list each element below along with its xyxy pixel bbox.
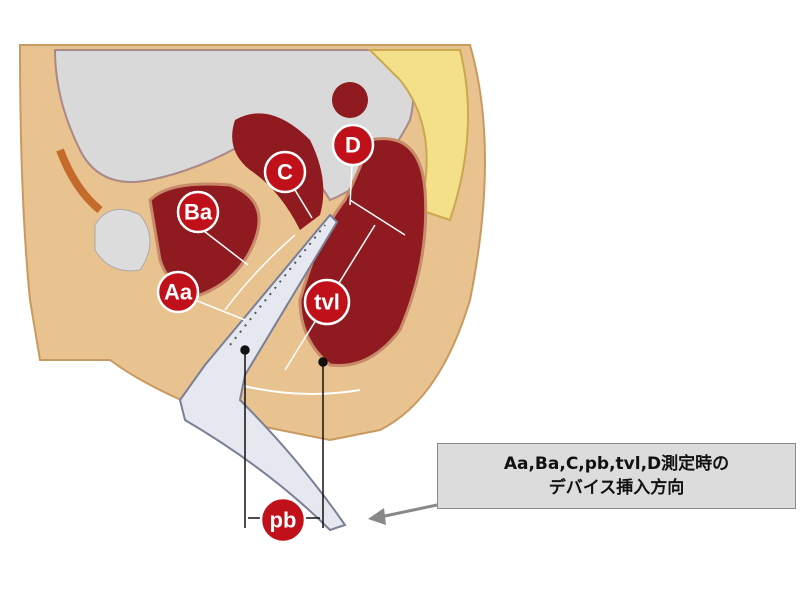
label-d-text: D xyxy=(345,133,361,158)
direction-arrow xyxy=(379,503,438,519)
note-line-1: Aa,Ba,C,pb,tvl,D測定時の xyxy=(503,454,730,474)
label-aa-text: Aa xyxy=(164,280,193,305)
label-tvl: tvl xyxy=(303,278,351,326)
measurement-device xyxy=(178,213,347,532)
ovary xyxy=(332,82,368,118)
insertion-direction-note: Aa,Ba,C,pb,tvl,D測定時の デバイス挿入方向 xyxy=(437,443,796,509)
label-ba-text: Ba xyxy=(184,200,213,225)
label-ba: Ba xyxy=(176,190,220,234)
perineum-line xyxy=(239,384,361,395)
label-d: D xyxy=(331,123,375,167)
device-scale xyxy=(229,224,326,346)
note-line-2: デバイス挿入方向 xyxy=(548,478,685,498)
label-pb-text: pb xyxy=(270,508,297,533)
skin-fold xyxy=(56,148,103,214)
spine xyxy=(367,49,469,222)
label-tvl-text: tvl xyxy=(314,290,340,315)
pubic-bone xyxy=(94,208,151,272)
label-c: C xyxy=(263,150,307,194)
label-pb: pb xyxy=(259,496,307,544)
direction-arrowhead xyxy=(368,508,386,525)
measurement-arrows xyxy=(194,164,406,371)
label-aa: Aa xyxy=(156,270,200,314)
label-c-text: C xyxy=(277,160,293,185)
